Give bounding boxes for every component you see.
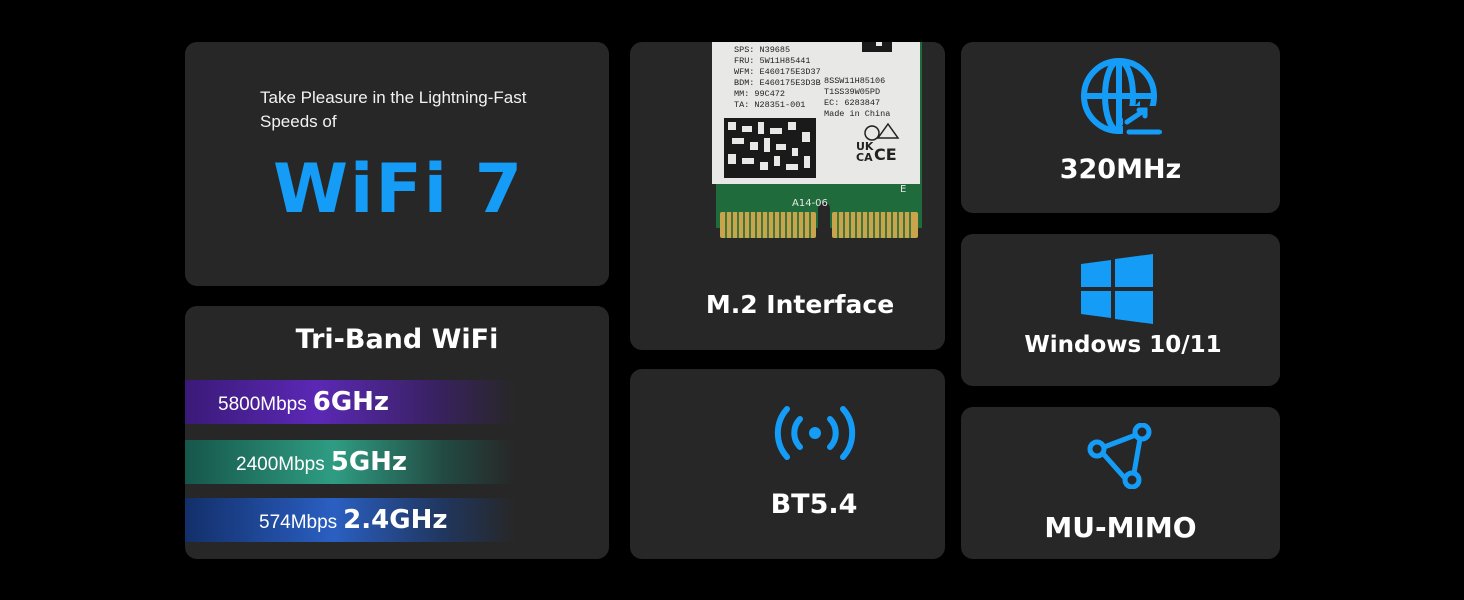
globe-speed-icon xyxy=(1081,58,1162,136)
bandwidth-label: 320MHz xyxy=(1059,154,1182,185)
triband-card: Tri-Band WiFi 5800Mbps 6GHz 2400Mbps 5GH… xyxy=(185,306,609,559)
mimo-label: MU-MIMO xyxy=(1044,511,1197,544)
m2-label: M.2 Interface xyxy=(705,290,895,319)
module-line: T1SS39W05PD xyxy=(824,87,880,97)
m2-interface-card: SPS: N39685 FRU: 5W11H85441 WFM: E460175… xyxy=(630,42,945,350)
bluetooth-signal-icon xyxy=(774,406,856,460)
svg-text:CE: CE xyxy=(874,145,897,164)
band-speed: 574Mbps xyxy=(259,512,338,533)
triband-title: Tri-Band WiFi xyxy=(295,324,499,355)
module-line: SPS: N39685 xyxy=(734,45,790,55)
module-line: WFM: E460175E3D37 xyxy=(734,67,821,77)
module-line: EC: 6283847 xyxy=(824,98,880,108)
module-rev: A14-06 xyxy=(792,198,828,209)
module-line: 8SSW11H85106 xyxy=(824,76,885,86)
module-line: Made in China xyxy=(824,109,890,119)
svg-text:CA: CA xyxy=(856,151,873,164)
module-line: FRU: 5W11H85441 xyxy=(734,56,811,66)
band-row-2-4ghz: 574Mbps 2.4GHz xyxy=(185,498,515,542)
bt-label: BT5.4 xyxy=(770,489,858,520)
band-speed: 2400Mbps xyxy=(236,454,325,475)
datamatrix-code xyxy=(724,118,816,178)
svg-text:UK: UK xyxy=(856,140,874,153)
band-frequency: 5GHz xyxy=(330,447,408,477)
module-line: TA: N28351-001 xyxy=(734,100,805,110)
bt-card: BT5.4 xyxy=(630,369,945,559)
wifi7-tagline: Take Pleasure in the Lightning-Fast Spee… xyxy=(260,88,527,131)
band-row-6ghz: 5800Mbps 6GHz xyxy=(185,380,515,424)
module-key: E xyxy=(900,184,906,195)
small-datamatrix-code xyxy=(862,42,892,52)
wifi7-headline: WiFi 7 xyxy=(273,150,525,229)
bandwidth-card: 320MHz xyxy=(961,42,1280,213)
network-triangle-icon xyxy=(1087,423,1152,489)
band-frequency: 6GHz xyxy=(312,387,390,417)
module-line: BDM: E460175E3D3B xyxy=(734,78,821,88)
windows-label: Windows 10/11 xyxy=(1024,332,1222,358)
module-line: MM: 99C472 xyxy=(734,89,785,99)
band-row-5ghz: 2400Mbps 5GHz xyxy=(185,440,515,484)
band-speed: 5800Mbps xyxy=(218,394,307,415)
m2-module-image: SPS: N39685 FRU: 5W11H85441 WFM: E460175… xyxy=(712,42,922,238)
windows-card: Windows 10/11 xyxy=(961,234,1280,386)
wifi7-card: Take Pleasure in the Lightning-Fast Spee… xyxy=(185,42,609,286)
band-frequency: 2.4GHz xyxy=(343,505,448,535)
windows-logo-icon xyxy=(1081,254,1153,324)
mimo-card: MU-MIMO xyxy=(961,407,1280,559)
